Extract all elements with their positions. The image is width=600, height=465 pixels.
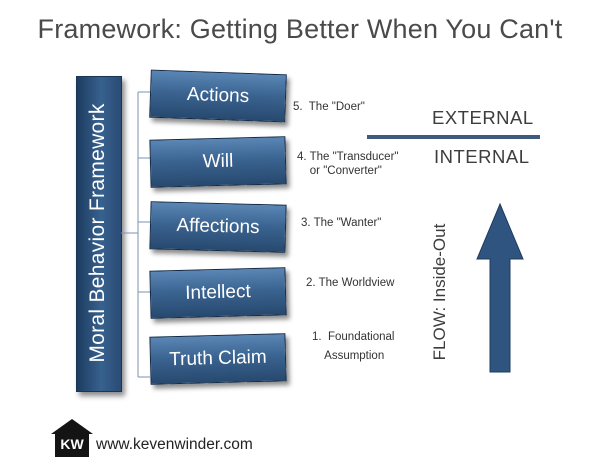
level-desc-intellect: 2. The Worldview	[306, 277, 395, 289]
level-desc-truth-claim: 1. Foundational Assumption	[312, 331, 395, 362]
external-internal-divider	[367, 135, 540, 139]
level-desc-affections: 3. The "Wanter"	[301, 217, 382, 229]
level-box-will: Will	[149, 136, 287, 188]
level-desc-will: 4. The "Transducer" or "Converter"	[297, 151, 399, 177]
house-logo-icon: KW	[51, 419, 93, 457]
framework-bar	[76, 76, 122, 392]
flow-arrow-icon	[476, 202, 524, 373]
page-title: Framework: Getting Better When You Can't	[37, 14, 563, 44]
external-label: EXTERNAL	[432, 107, 534, 128]
level-box-affections: Affections	[149, 201, 287, 253]
level-box-actions: Actions	[149, 69, 287, 123]
logo-text: KW	[60, 436, 84, 452]
level-box-intellect: Intellect	[149, 267, 287, 319]
flow-label: FLOW: Inside-Out	[430, 223, 449, 361]
website-link[interactable]: www.kevenwinder.com	[96, 436, 253, 453]
level-box-truth-claim: Truth Claim	[149, 333, 287, 385]
internal-label: INTERNAL	[434, 146, 530, 167]
level-desc-actions: 5. The "Doer"	[293, 101, 365, 113]
